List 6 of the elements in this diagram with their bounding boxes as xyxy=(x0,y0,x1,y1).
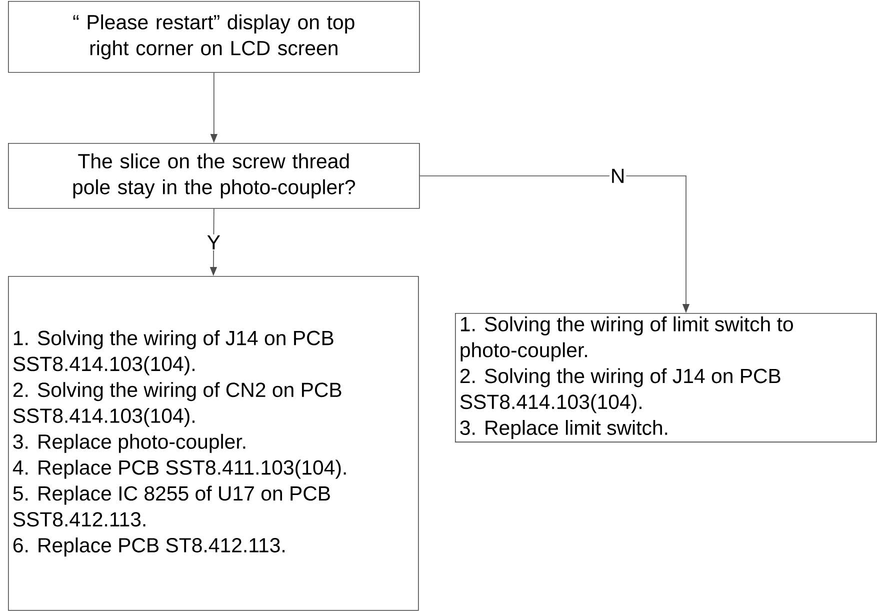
process-box: “ Please restart” display on top right corner on LCD screen xyxy=(8,1,420,73)
action-box: 1. Solving the wiring of limit switch to photo-coupler. 2. Solving the wiring of J14 on PCB SST8.414.103(104). 3. Replace limit switch. xyxy=(455,313,877,442)
edge-label: Y xyxy=(206,234,222,250)
edge-label: N xyxy=(609,168,626,184)
decision-box: The slice on the screw thread pole stay in the photo-coupler? xyxy=(8,143,420,209)
action-box: 1. Solving the wiring of J14 on PCB SST8.414.103(104). 2. Solving the wiring of CN2 on PCB SST8.414.103(104). 3. Replace photo-coupler. 4. Replace PCB SST8.411.103(104). 5. Replace IC 8255 of U17 on PCB SST8.412.113. 6. Replace PCB ST8.412.113. xyxy=(8,276,419,611)
